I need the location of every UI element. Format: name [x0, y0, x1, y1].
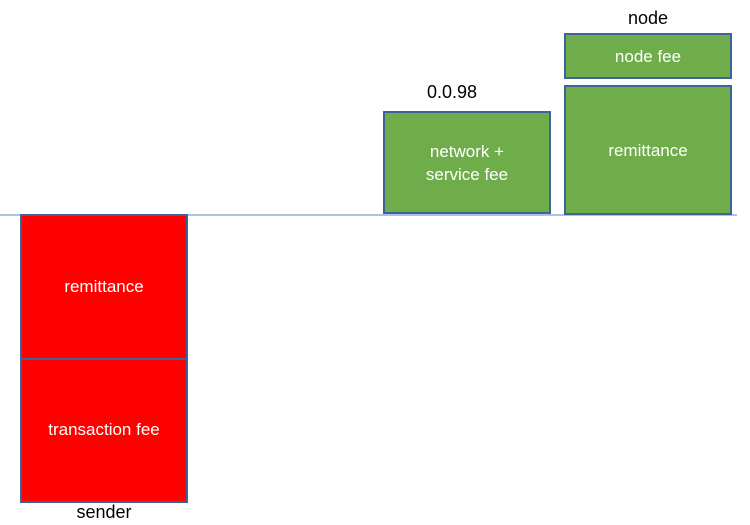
sender-stack: remittance transaction fee [20, 214, 188, 503]
sender-label: sender [76, 502, 132, 522]
network-service-fee-box-label: network + service fee [425, 141, 509, 184]
sender-transaction-fee-segment: transaction fee [22, 357, 186, 502]
sender-remittance-segment-label: remittance [64, 276, 144, 296]
node-remittance-box-label: remittance [608, 140, 688, 160]
node-remittance-box: remittance [564, 85, 732, 215]
baseline [0, 214, 737, 216]
node-label: node [627, 8, 669, 28]
amount-label: 0.0.98 [426, 82, 478, 102]
node-fee-box-label: node fee [614, 46, 682, 66]
sender-remittance-segment: remittance [22, 216, 186, 358]
network-service-fee-box: network + service fee [383, 111, 551, 214]
sender-transaction-fee-segment-label: transaction fee [48, 420, 160, 440]
node-fee-box: node fee [564, 33, 732, 79]
